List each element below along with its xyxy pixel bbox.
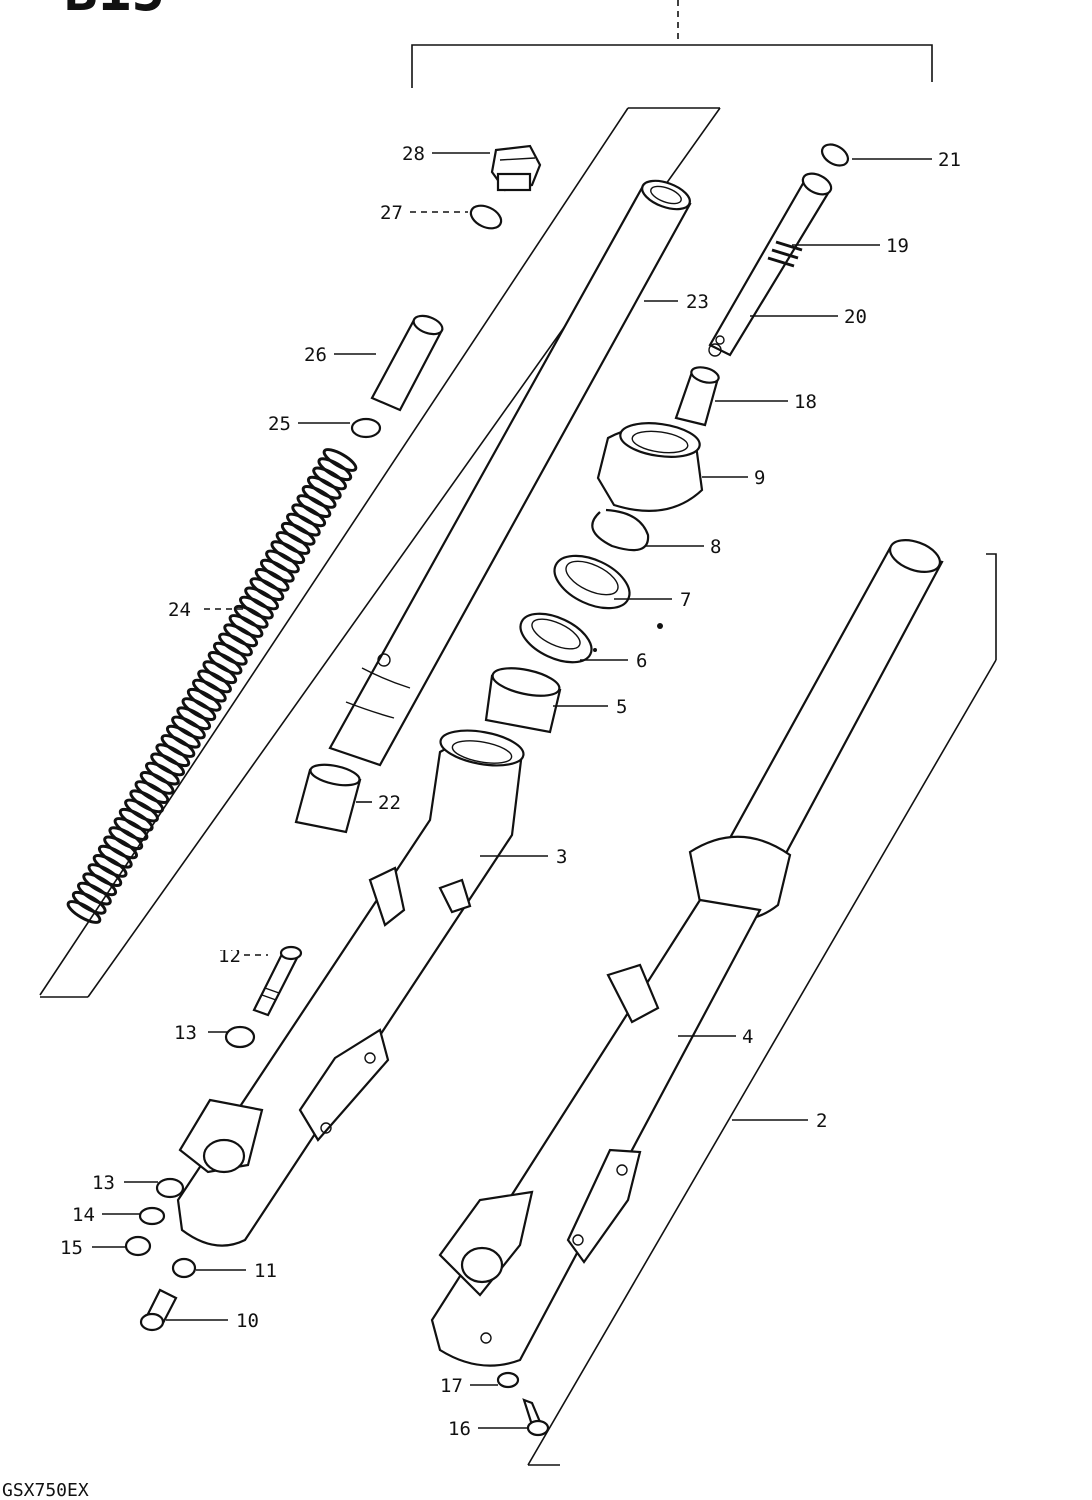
callout-5: 5: [616, 696, 627, 718]
callout-18: 18: [794, 391, 817, 413]
callout-13-lower: 13: [92, 1172, 115, 1194]
slide-bushing: [294, 763, 362, 834]
spacer: [370, 314, 444, 412]
right-outer-tube: [430, 539, 944, 1367]
left-outer-tube: [176, 729, 525, 1247]
speck: [593, 648, 597, 652]
callout-16: 16: [448, 1418, 471, 1440]
callout-4: 4: [742, 1026, 753, 1048]
callout-24: 24: [168, 599, 191, 621]
nut: [124, 1235, 152, 1257]
header-fragment: B15: [60, 0, 240, 24]
inner-tube: [328, 179, 692, 767]
callout-3: 3: [556, 846, 567, 868]
spring-seat-washer: [350, 417, 382, 439]
cap-bolt: [490, 144, 542, 192]
callout-27: 27: [380, 202, 403, 224]
o-ring: [469, 204, 503, 230]
dust-seal: [596, 422, 704, 512]
callout-26: 26: [304, 344, 327, 366]
callout-6: 6: [636, 650, 647, 672]
spring-washer: [138, 1206, 166, 1226]
oil-seal: [519, 612, 593, 664]
callout-12: 12: [218, 945, 241, 967]
callout-7: 7: [680, 589, 691, 611]
callout-14: 14: [72, 1204, 95, 1226]
callout-9: 9: [754, 467, 765, 489]
callout-13-upper: 13: [174, 1022, 197, 1044]
washer-upper: [224, 1025, 256, 1049]
gasket: [171, 1257, 197, 1279]
callout-11: 11: [254, 1260, 277, 1282]
spring-coil: [66, 900, 102, 924]
callout-19: 19: [886, 235, 909, 257]
drain-gasket: [496, 1371, 520, 1389]
damper-rod: [708, 143, 850, 357]
assembly-bracket: [527, 553, 997, 1466]
callout-8: 8: [710, 536, 721, 558]
top-bracket: [411, 0, 933, 88]
callout-28: 28: [402, 143, 425, 165]
callout-25: 25: [268, 413, 291, 435]
oil-lock-piece: [674, 366, 720, 427]
axle-pinch-bolt: [252, 945, 303, 1017]
leader-lines: [92, 152, 932, 1429]
model-code: GSX750EX: [2, 1480, 89, 1500]
guide-bushing: [484, 667, 562, 734]
callout-20: 20: [844, 306, 867, 328]
callout-22: 22: [378, 792, 401, 814]
callout-23: 23: [686, 291, 709, 313]
washer-lower: [155, 1177, 185, 1199]
callout-15: 15: [60, 1237, 83, 1259]
header-fragment-text: B15: [64, 0, 165, 24]
drain-screw: [522, 1398, 550, 1437]
circlip: [591, 508, 650, 552]
callout-21: 21: [938, 149, 961, 171]
oil-seal-retainer: [553, 554, 631, 610]
callout-2: 2: [816, 1110, 827, 1132]
callout-labels: 28 27 26 25 24 23 22 21 20 19 18 9 8 7 6…: [60, 143, 961, 1440]
callout-10: 10: [236, 1310, 259, 1332]
callout-17: 17: [440, 1375, 463, 1397]
speck: [657, 623, 663, 629]
fork-spring: [66, 448, 358, 924]
damper-rod-bolt: [139, 1288, 178, 1332]
